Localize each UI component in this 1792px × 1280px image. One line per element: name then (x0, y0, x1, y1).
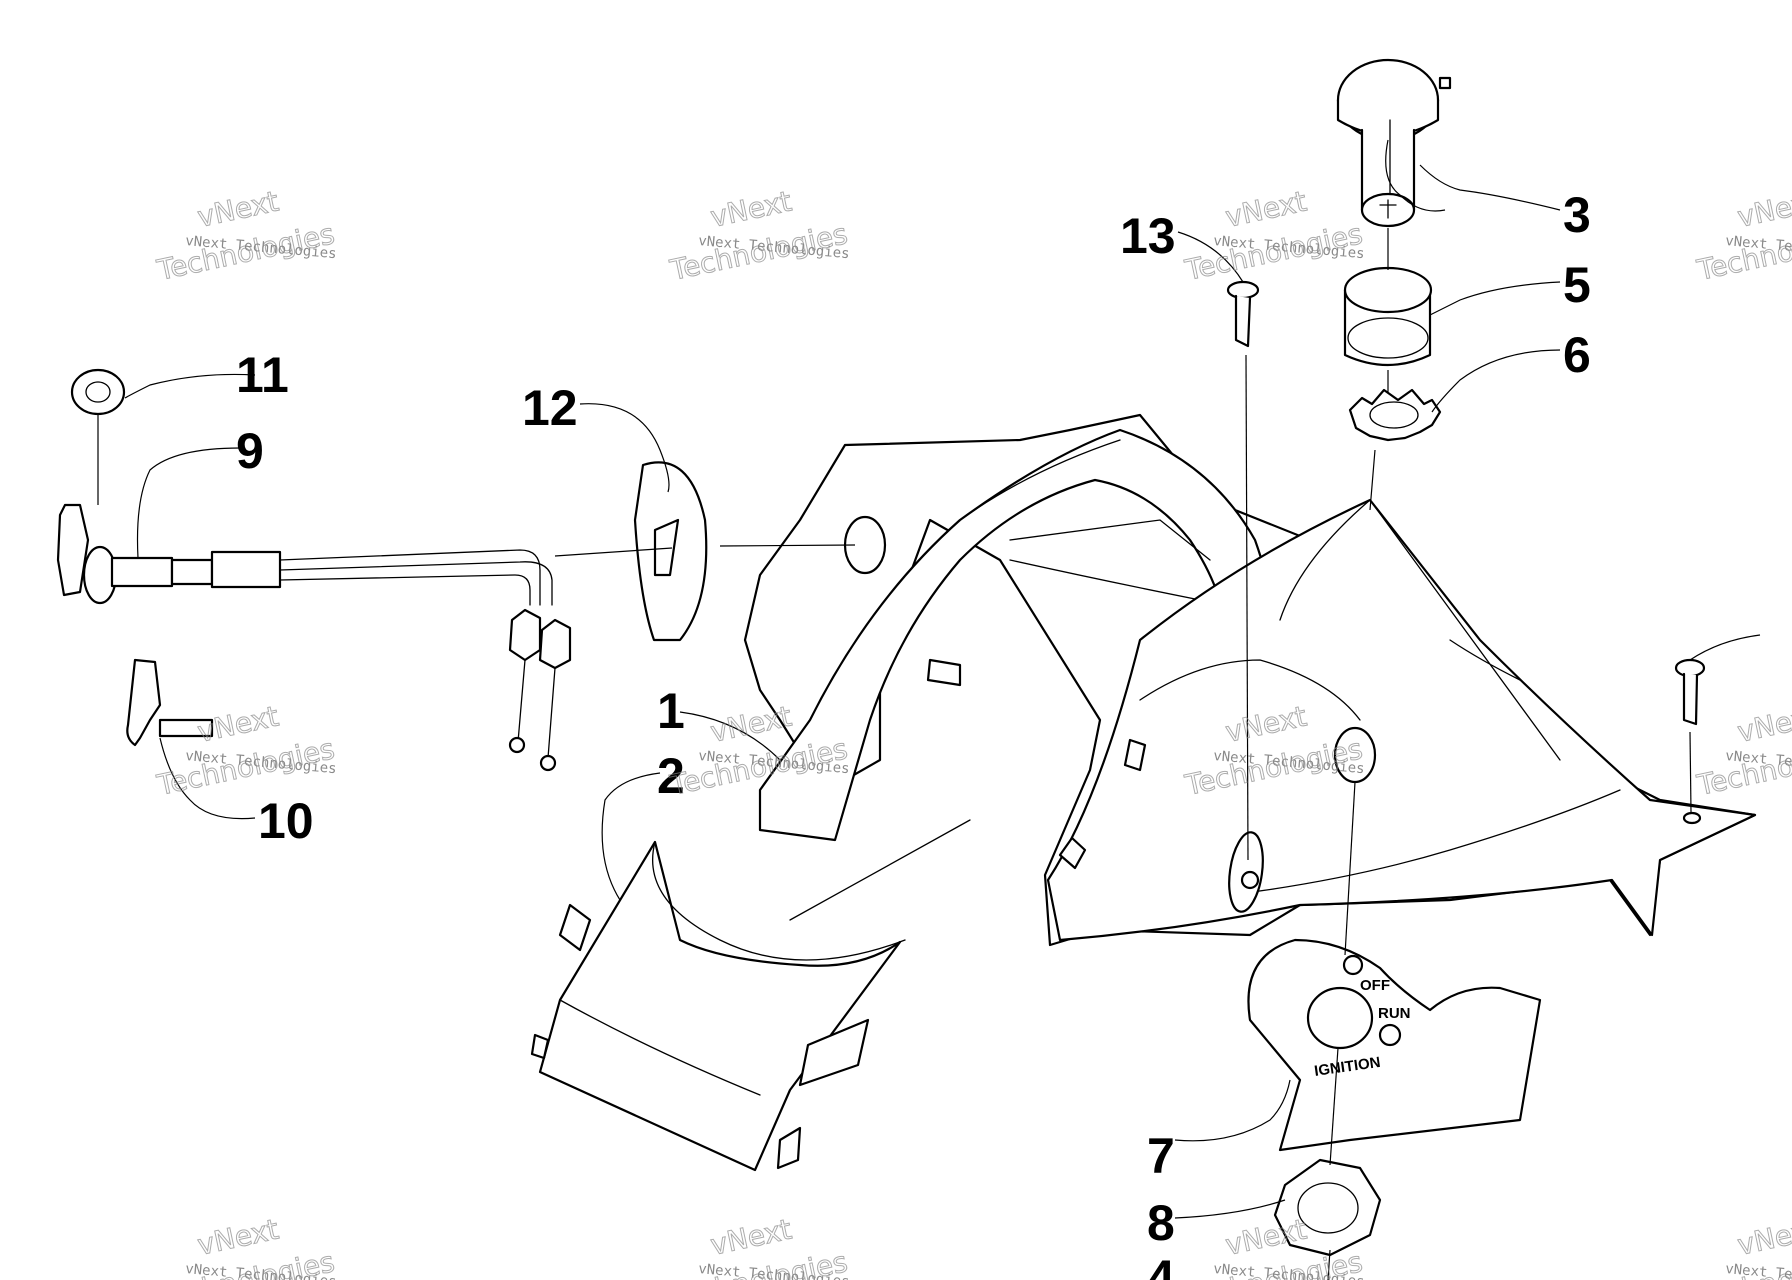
callout-6: 6 (1563, 327, 1591, 383)
watermark-line3: Technologies (154, 732, 338, 802)
bezel-part (1343, 266, 1433, 367)
watermark-line1: vNext (195, 1213, 282, 1262)
watermark-line3: Technologies (1182, 217, 1366, 287)
screw-part-14 (1674, 658, 1706, 726)
callout-10: 10 (258, 793, 314, 849)
watermark-line1: vNext (708, 700, 795, 749)
watermark-line3: Technologies (154, 217, 338, 287)
watermark-mark: vNext vNext Technologies Technologies (153, 184, 338, 287)
watermark-mark: vNext vNext Technologies Technologies (1181, 184, 1366, 287)
callout-13: 13 (1120, 208, 1176, 264)
watermark-line1: vNext (195, 700, 282, 749)
star-washer-part (1348, 388, 1442, 442)
watermark-line1: vNext (708, 1213, 795, 1262)
watermark-mark: vNext vNext Technologies Technologies (153, 1212, 338, 1280)
hood-console-part (743, 413, 1757, 947)
watermark-line1: vNext (1735, 1213, 1792, 1262)
watermark-mark: vNext vNext Technologies Technologies (666, 1212, 851, 1280)
throttle-collar-part (70, 368, 126, 416)
throttle-cable-part (56, 503, 572, 772)
callout-12: 12 (522, 380, 578, 436)
leader-lines (97, 139, 1761, 1280)
watermark-line1: vNext (708, 185, 795, 234)
watermark-line2: vNext Technologies (1725, 1261, 1792, 1280)
ignition-plate-part: OFF RUN IGNITION (1247, 938, 1542, 1152)
watermark-mark: vNext vNext Technologies Technologies (153, 699, 338, 802)
watermark-line3: Technologies (667, 217, 851, 287)
callout-4: 4 (1147, 1250, 1175, 1280)
hex-nut-part (1273, 1158, 1382, 1257)
watermark-mark: vNext vNext Technologies Technologies (1693, 1212, 1792, 1280)
watermark-line1: vNext (1735, 700, 1792, 749)
watermark-mark: vNext vNext Technologies Technologies (1693, 184, 1792, 287)
lower-console-part (530, 840, 906, 1172)
watermark-line1: vNext (1735, 185, 1792, 234)
ignition-switch-part (1336, 58, 1452, 228)
callout-11: 11 (236, 347, 289, 403)
ignition-run-label: RUN (1378, 1005, 1411, 1022)
callout-9: 9 (236, 423, 264, 479)
callout-5: 5 (1563, 257, 1591, 313)
watermark-line1: vNext (195, 185, 282, 234)
screw-part-13 (1226, 280, 1260, 348)
watermark-mark: vNext vNext Technologies Technologies (666, 184, 851, 287)
watermark-line1: vNext (1223, 185, 1310, 234)
callout-2: 2 (657, 748, 685, 804)
callout-1: 1 (657, 683, 685, 739)
watermark-line1: vNext (1223, 1213, 1310, 1262)
callout-labels: 1 2 3 4 5 6 7 8 9 10 11 12 13 (236, 187, 1591, 1280)
callout-8: 8 (1147, 1195, 1175, 1251)
grommet-shield-part (633, 461, 708, 642)
watermark-mark: vNext vNext Technologies Technologies (1693, 699, 1792, 802)
ignition-off-label: OFF (1360, 977, 1390, 994)
callout-3: 3 (1563, 187, 1591, 243)
callout-7: 7 (1147, 1128, 1175, 1184)
throttle-lever-part (126, 658, 214, 747)
